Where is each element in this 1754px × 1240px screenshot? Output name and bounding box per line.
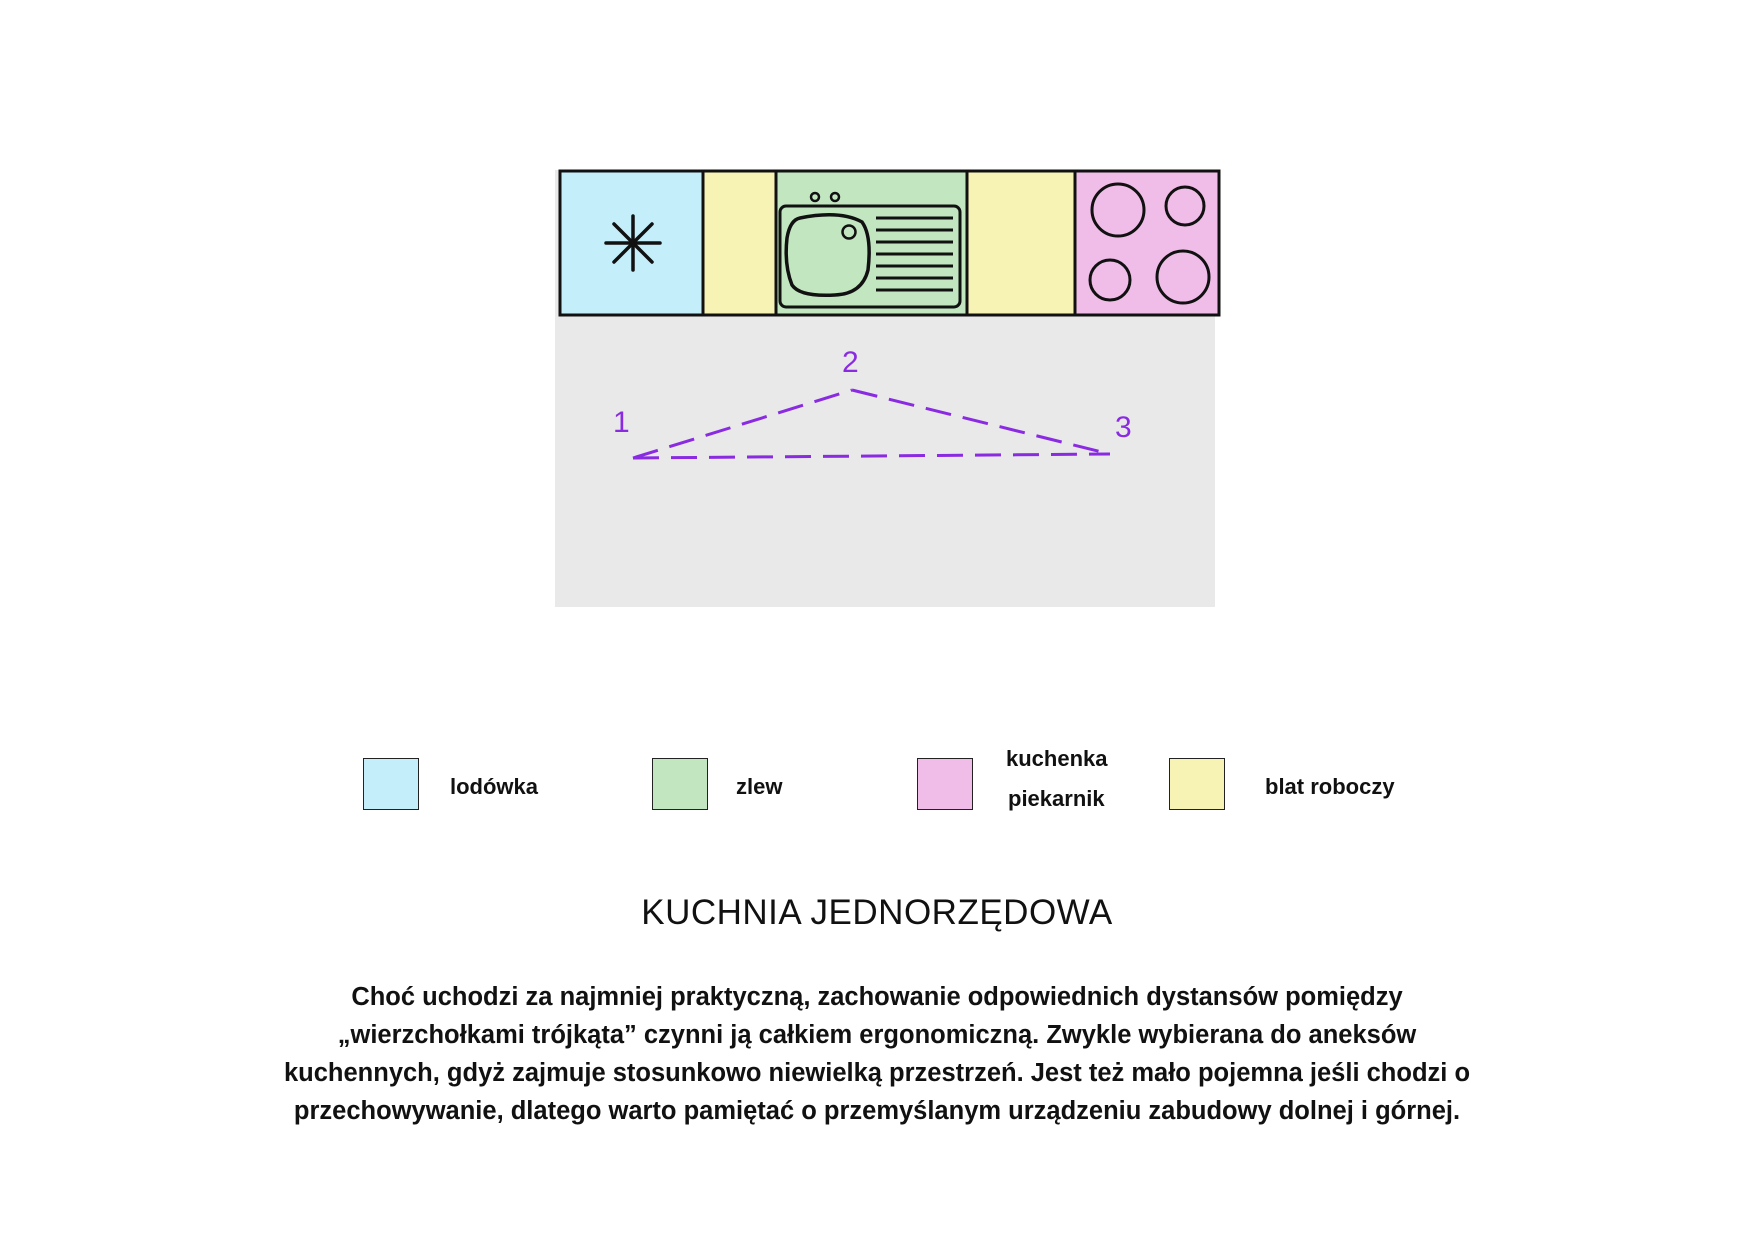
triangle-vertex-label-3: 3 <box>1115 411 1132 444</box>
legend-label-counter: blat roboczy <box>1265 774 1395 799</box>
counter-module-left <box>703 171 776 315</box>
snowflake-icon <box>604 214 662 272</box>
description-line: kuchennych, gdyż zajmuje stosunkowo niew… <box>283 1059 1471 1087</box>
sink-icon <box>778 191 962 309</box>
legend-swatch-stove <box>917 758 973 810</box>
counter-outline <box>558 169 1221 317</box>
triangle-edge <box>632 388 853 460</box>
triangle-vertex-label-2: 2 <box>842 346 859 379</box>
legend-swatch-sink <box>652 758 708 810</box>
burners-icon <box>1088 182 1211 305</box>
description-line: przechowywanie, dlatego warto pamiętać o… <box>293 1097 1461 1125</box>
work-triangle <box>632 388 1111 460</box>
page-title: KUCHNIA JEDNORZĘDOWA <box>641 893 1113 932</box>
triangle-edge <box>851 388 1111 456</box>
legend-swatch-counter <box>1169 758 1225 810</box>
triangle-edge <box>632 452 1111 460</box>
legend-label-stove-line1: kuchenka <box>1006 746 1108 771</box>
legend-label-fridge: lodówka <box>450 774 539 799</box>
counter-module-right <box>967 171 1075 315</box>
legend-label-stove-line2: piekarnik <box>1008 786 1105 811</box>
description-line: Choć uchodzi za najmniej praktyczną, zac… <box>351 983 1403 1011</box>
triangle-vertex-label-1: 1 <box>613 406 630 439</box>
legend-swatch-fridge <box>363 758 419 810</box>
description-paragraph: Choć uchodzi za najmniej praktyczną, zac… <box>200 978 1554 1130</box>
legend-label-sink: zlew <box>736 774 783 799</box>
description-line: „wierzchołkami trójkąta” czynni ją całki… <box>337 1021 1417 1049</box>
stove-module <box>1075 171 1219 315</box>
kitchen-plan: 1 2 3 <box>555 169 1221 607</box>
